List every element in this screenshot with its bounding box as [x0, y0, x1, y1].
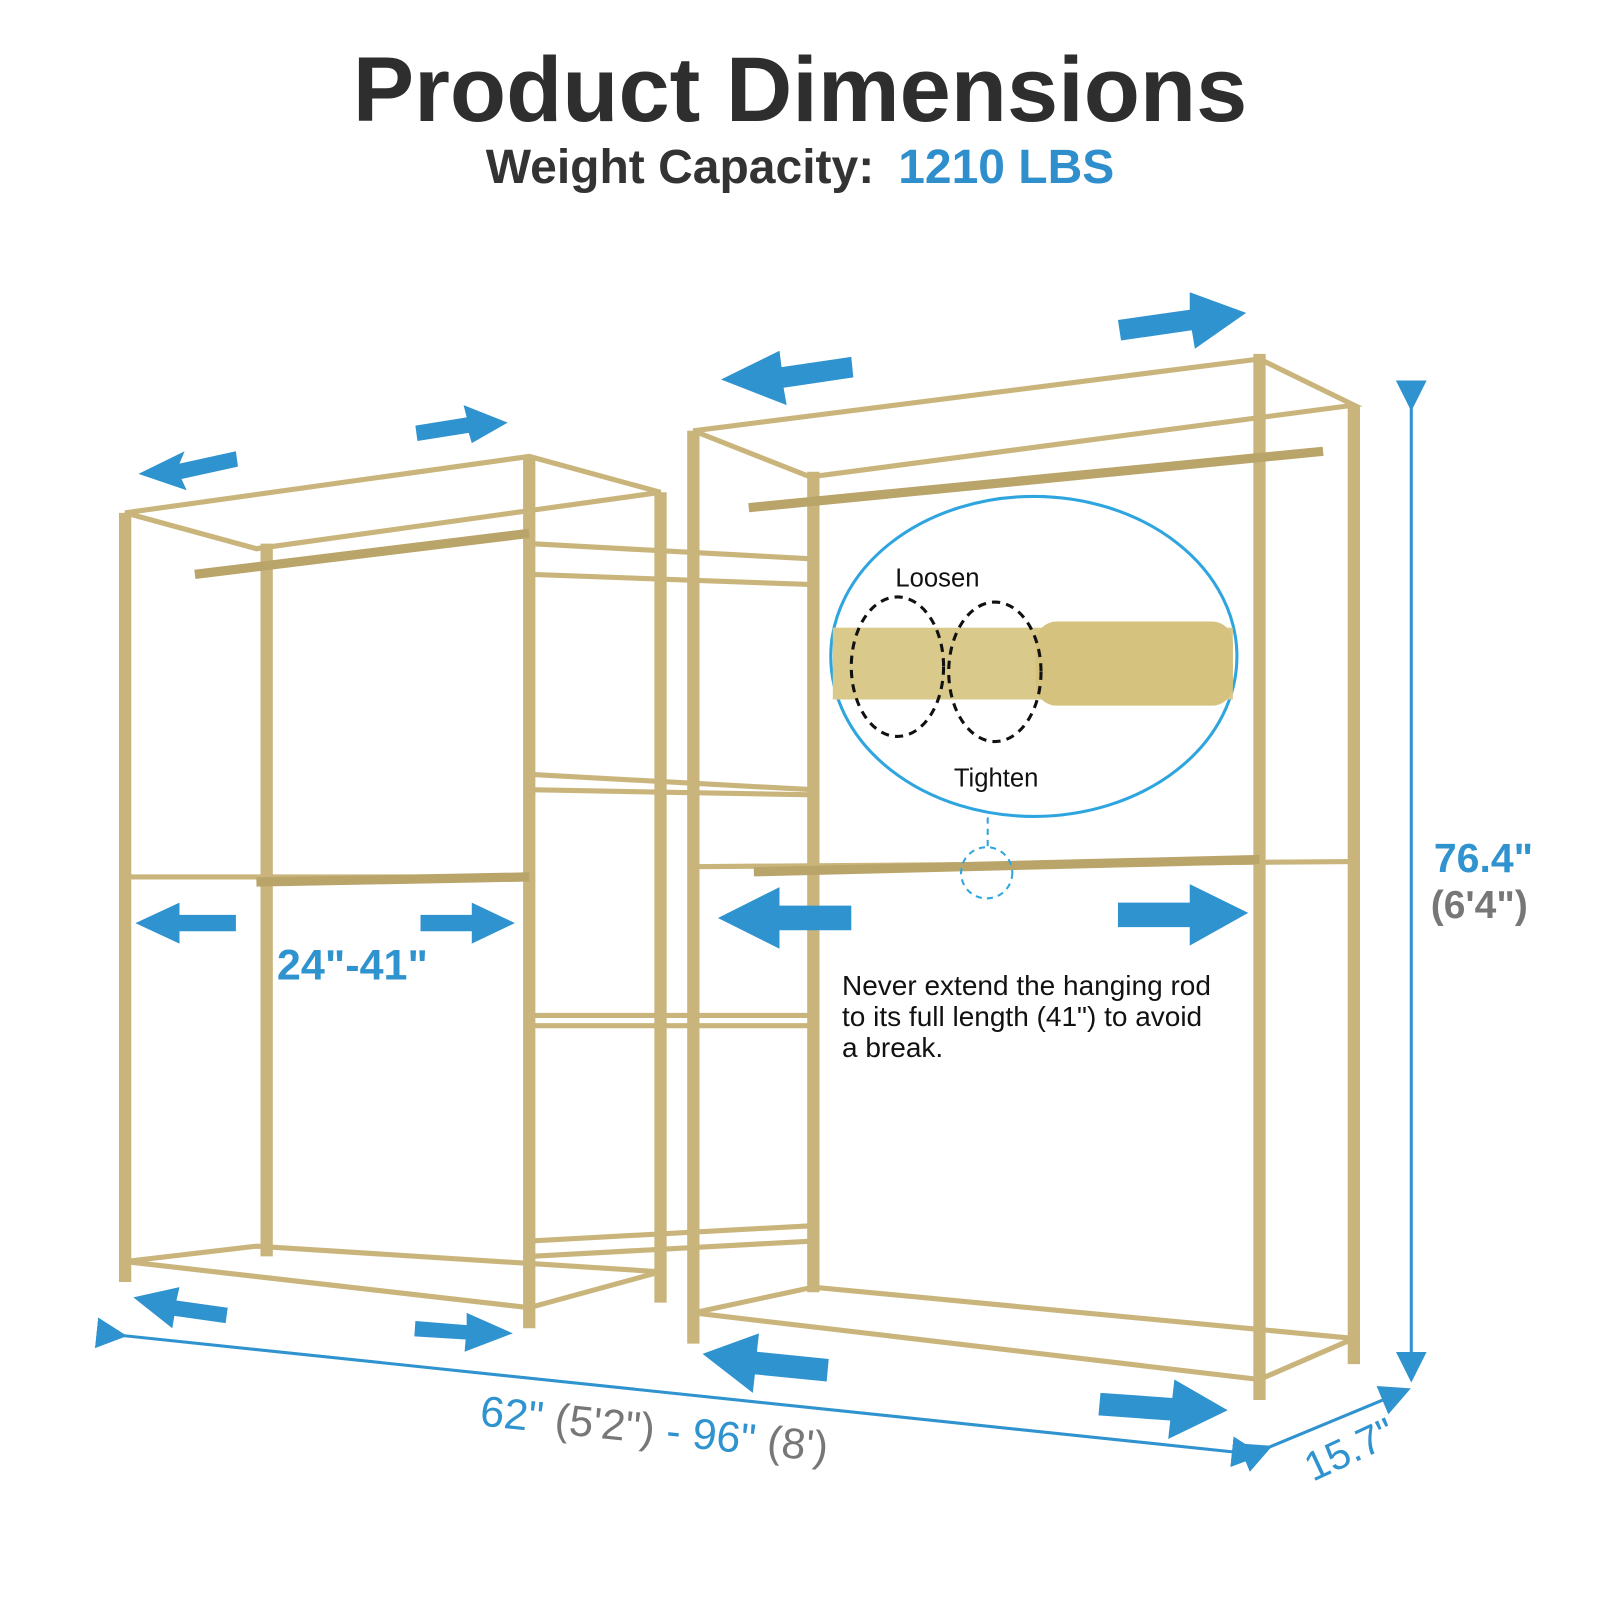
width-max-ft: (8') — [765, 1418, 831, 1472]
svg-text:62" (5'2") -: 62" (5'2") - 96" (8') — [478, 1388, 831, 1472]
loosen-label: Loosen — [895, 565, 979, 593]
rod-inset: Loosen Tighten — [829, 494, 1239, 900]
tighten-label: Tighten — [954, 765, 1039, 793]
width-dimension-line — [94, 1317, 1263, 1468]
weight-capacity-label: Weight Capacity: — [485, 141, 875, 194]
arrow-mid-left — [135, 902, 515, 944]
width-max-in: 96" — [690, 1410, 758, 1464]
weight-capacity: Weight Capacity: 1210 LBS — [0, 140, 1600, 195]
arrow-mid-right — [717, 884, 1249, 949]
rod-range-label: 24"-41" — [277, 941, 428, 989]
arrow-top-left — [138, 405, 508, 491]
shelf-frame — [118, 353, 1363, 1400]
page-title: Product Dimensions — [352, 39, 1248, 141]
width-min-ft: (5'2") — [553, 1395, 658, 1453]
height-feet-label: (6'4") — [1431, 884, 1528, 927]
width-label: 62" (5'2") - 96" (8') — [478, 1388, 831, 1472]
arrow-top-right — [721, 292, 1247, 406]
rod-warning-note: Never extend the hanging rod to its full… — [842, 970, 1211, 1063]
depth-label: 15.7" — [1297, 1409, 1402, 1491]
weight-capacity-value: 1210 LBS — [898, 141, 1115, 194]
depth-dimension-line — [1238, 1385, 1411, 1472]
width-min-in: 62" — [478, 1388, 546, 1442]
height-inches-label: 76.4" — [1434, 835, 1533, 881]
width-sep: - — [664, 1407, 683, 1456]
